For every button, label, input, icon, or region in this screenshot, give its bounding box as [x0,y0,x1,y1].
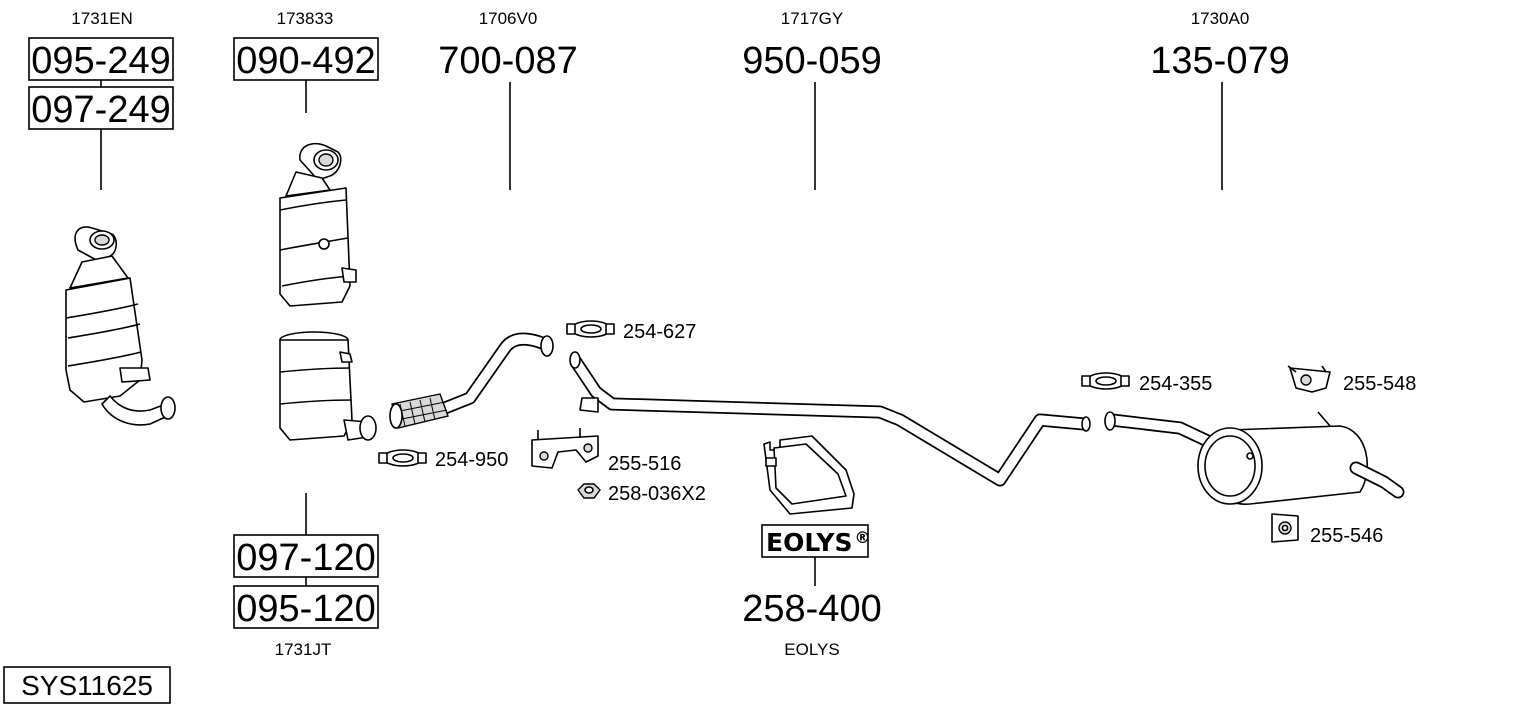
part-number-097-249[interactable]: 097-249 [31,89,170,131]
rubber-mount-icon [1287,365,1331,393]
part-number-950-059[interactable]: 950-059 [742,40,881,82]
ref-1730a0: 1730A0 [1191,9,1250,28]
accessory-254-355[interactable]: 254-355 [1139,373,1212,395]
accessory-255-516[interactable]: 255-516 [608,453,681,475]
system-code: SYS11625 [21,670,153,701]
eolys-tank-drawing [763,435,855,515]
part-box-097-120[interactable] [233,534,379,578]
clamp-icon [566,320,615,338]
clamp-icon [1081,372,1130,390]
part-number-700-087[interactable]: 700-087 [438,40,577,82]
ref-1706v0: 1706V0 [479,9,538,28]
rear-muffler-135-079-drawing [1104,411,1405,505]
part-box-095-120[interactable] [233,585,379,629]
part-number-095-120[interactable]: 095-120 [236,588,375,630]
front-pipe-700-087-drawing [389,332,554,429]
registered-mark: ® [854,528,870,547]
bracket-icon [531,428,599,469]
accessory-258-036x2[interactable]: 258-036X2 [608,483,706,505]
part-number-095-249[interactable]: 095-249 [31,40,170,82]
accessory-254-950[interactable]: 254-950 [435,449,508,471]
eolys-logo-text: EOLYS® [766,528,870,557]
middle-pipe-950-059-drawing [569,351,1091,487]
part-number-258-400[interactable]: 258-400 [742,588,881,630]
accessory-255-548[interactable]: 255-548 [1343,373,1416,395]
part-box-090-492[interactable] [233,37,379,81]
particle-filter-1731jt-drawing [279,331,377,441]
part-box-095-249[interactable] [28,37,174,81]
clamp-icon [378,449,427,467]
ref-173833: 173833 [277,9,334,28]
part-number-097-120[interactable]: 097-120 [236,537,375,579]
accessory-255-546[interactable]: 255-546 [1310,525,1383,547]
system-code-box [3,666,171,704]
ref-1717gy: 1717GY [781,9,843,28]
part-box-097-249[interactable] [28,86,174,130]
catalytic-converter-1731en-drawing [65,226,176,426]
ref-eolys: EOLYS [784,640,839,659]
part-number-090-492[interactable]: 090-492 [236,40,375,82]
part-number-135-079[interactable]: 135-079 [1150,40,1289,82]
ref-1731jt: 1731JT [275,640,332,659]
particle-filter-173833-drawing [279,142,357,307]
ref-1731en: 1731EN [71,9,132,28]
rubber-mount-icon [1271,513,1299,543]
accessory-254-627[interactable]: 254-627 [623,321,696,343]
nut-icon [577,483,601,499]
